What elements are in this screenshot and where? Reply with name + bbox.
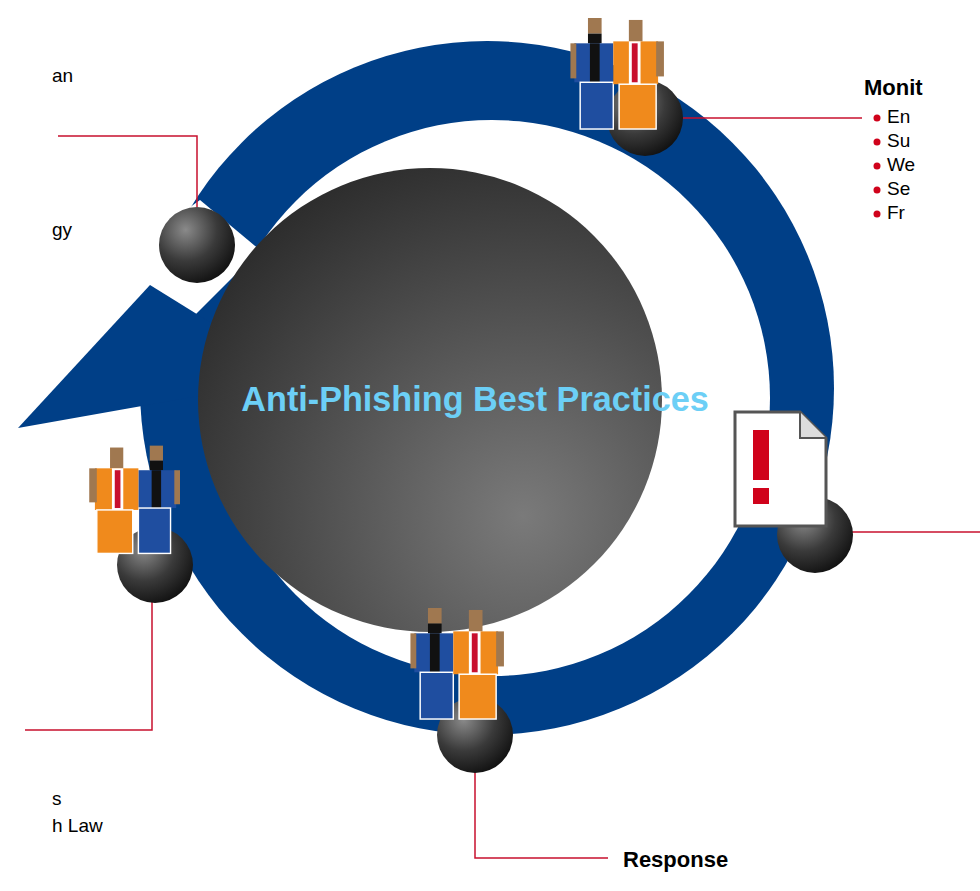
bullet-item: Fr: [887, 203, 905, 224]
center-title: Anti-Phishing Best Practices: [241, 380, 708, 419]
bullet-dots: [874, 115, 881, 218]
cut-off-text-fragment: s: [52, 789, 62, 810]
section-heading: Monit: [864, 76, 923, 100]
bullet-item: En: [887, 107, 910, 128]
cut-off-heading-fragment: an: [52, 66, 73, 87]
alert-document-icon: [735, 412, 826, 526]
leader-lines: [25, 118, 980, 858]
people-icon: [89, 446, 180, 554]
core-circle: Anti-Phishing Best Practices: [198, 168, 662, 632]
bullet-item: Se: [887, 179, 910, 200]
people-icon: [570, 18, 663, 129]
section-heading: Response: [623, 848, 728, 872]
ring-spheres: [117, 80, 853, 773]
cut-off-text-fragment: gy: [52, 220, 72, 241]
people-icon: [410, 608, 503, 719]
cut-off-text-fragment: h Law: [52, 816, 103, 837]
bullet-item: Su: [887, 131, 910, 152]
bullet-item: We: [887, 155, 915, 176]
